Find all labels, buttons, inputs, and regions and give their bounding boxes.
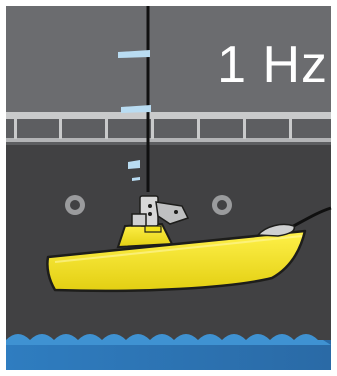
railing <box>6 112 331 145</box>
frequency-label: 1 Hz <box>168 30 328 100</box>
water <box>6 334 331 370</box>
